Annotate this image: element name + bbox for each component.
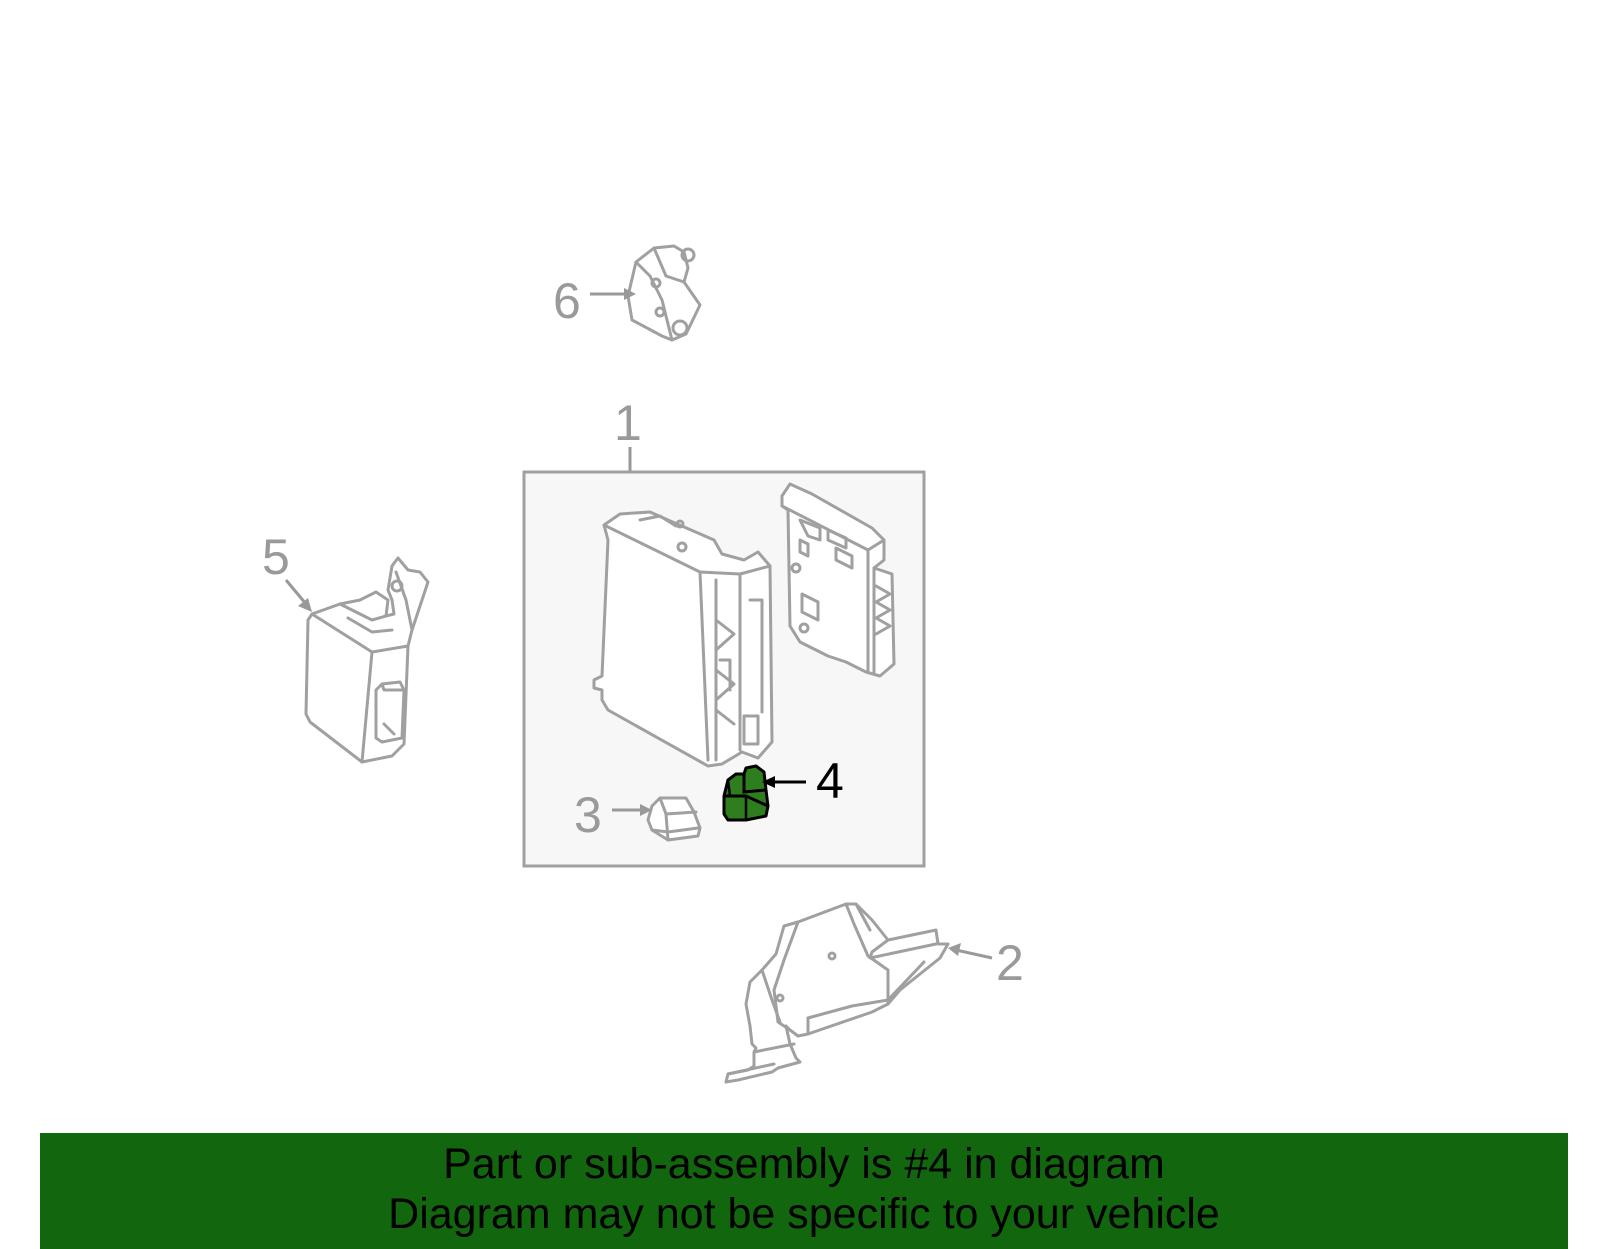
callout-1: 1: [614, 395, 642, 451]
arrow-4: [762, 776, 775, 788]
part-6-bracket[interactable]: [626, 244, 702, 342]
arrow-2: [948, 943, 961, 956]
part-1-junction-block[interactable]: [592, 510, 774, 768]
callout-2: 2: [996, 935, 1024, 991]
leader-5: [284, 579, 308, 605]
callout-3: 3: [574, 787, 602, 843]
arrow-5: [298, 598, 312, 612]
callout-4: 4: [816, 753, 844, 809]
footer-line-disclaimer: Diagram may not be specific to your vehi…: [388, 1190, 1220, 1238]
arrow-6: [624, 288, 636, 300]
footer-banner: Part or sub-assembly is #4 in diagram Di…: [40, 1133, 1568, 1249]
part-1-circuit-board[interactable]: [780, 482, 896, 678]
part-3-cap[interactable]: [646, 796, 702, 842]
callout-6: 6: [553, 273, 581, 329]
footer-line-part-reference: Part or sub-assembly is #4 in diagram: [443, 1140, 1165, 1188]
part-5-module[interactable]: [304, 556, 430, 764]
leader-2: [955, 948, 993, 960]
callout-5: 5: [262, 529, 290, 585]
part-2-bracket[interactable]: [724, 902, 950, 1084]
arrow-3: [640, 804, 652, 816]
